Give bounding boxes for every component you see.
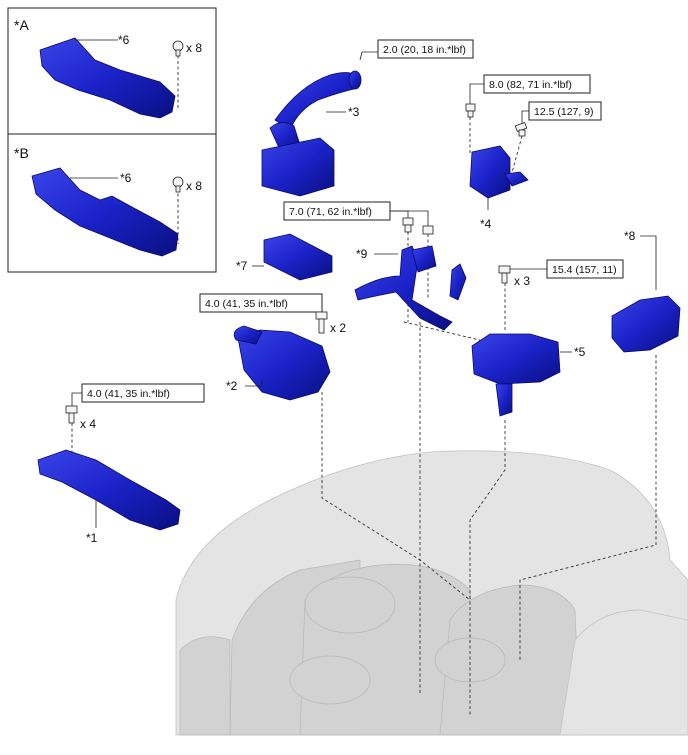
torque-part-4a: 8.0 (82, 71 in.*lbf): [489, 79, 572, 91]
part-1-cowl-cover: 4.0 (41, 35 in.*lbf) x 4 *1: [37, 383, 205, 545]
torque-part-4b: 12.5 (127, 9): [534, 106, 594, 118]
inset-a-qty: x 8: [186, 41, 202, 55]
callout-part-4: *4: [480, 217, 492, 231]
bolt-icon: [514, 121, 528, 137]
leader-line: [419, 322, 471, 601]
callout-part-7: *7: [236, 259, 248, 273]
part-3-air-intake: 2.0 (20, 18 in.*lbf) *3: [261, 39, 474, 197]
nut-icon: [422, 225, 434, 235]
clip-icon: [172, 176, 184, 193]
bolt-icon: [402, 217, 414, 233]
torque-part-3: 2.0 (20, 18 in.*lbf): [383, 44, 466, 56]
callout-part-2: *2: [226, 379, 238, 393]
part-9-wire-harness: 7.0 (71, 62 in.*lbf) *9: [283, 201, 489, 343]
inset-b-label: *B: [14, 145, 29, 161]
part-4-ecu-bracket: 8.0 (82, 71 in.*lbf) 12.5 (127, 9) *4: [465, 74, 602, 231]
callout-part-8: *8: [624, 229, 636, 243]
qty-part-5: x 3: [514, 274, 530, 288]
torque-part-9: 7.0 (71, 62 in.*lbf): [289, 206, 372, 218]
inset-a-label: *A: [14, 17, 29, 33]
callout-part-9: *9: [356, 247, 368, 261]
engine-bay-illustration: [175, 450, 688, 736]
bolt-icon: [498, 265, 511, 284]
part-7-air-filter: *7: [236, 233, 333, 281]
clip-icon: [172, 40, 184, 57]
bolt-icon: [315, 311, 328, 334]
inset-b-qty: x 8: [186, 179, 202, 193]
torque-part-2: 4.0 (41, 35 in.*lbf): [205, 298, 288, 310]
part-8-cover: *8: [519, 229, 681, 660]
callout-part-3: *3: [348, 105, 360, 119]
bolt-icon: [65, 405, 78, 424]
inset-b-part-callout: *6: [120, 171, 132, 185]
part-2-air-cleaner-case: 4.0 (41, 35 in.*lbf) x 2 *2: [199, 293, 421, 695]
qty-part-1: x 4: [80, 417, 96, 431]
cowl-cover-a: [39, 37, 176, 119]
torque-part-5: 15.4 (157, 11): [552, 264, 617, 276]
inset-panel-b: *B *6 x 8: [7, 133, 217, 273]
part-5-bracket: 15.4 (157, 11) x 3 *5: [469, 259, 624, 715]
bolt-icon: [465, 103, 476, 118]
cowl-cover-b: [31, 167, 179, 257]
qty-part-2: x 2: [330, 321, 346, 335]
inset-a-part-callout: *6: [118, 33, 130, 47]
torque-part-1: 4.0 (41, 35 in.*lbf): [87, 388, 170, 400]
callout-part-5: *5: [574, 345, 586, 359]
inset-panel-a: *A *6 x 8: [7, 7, 217, 135]
callout-part-1: *1: [86, 531, 98, 545]
